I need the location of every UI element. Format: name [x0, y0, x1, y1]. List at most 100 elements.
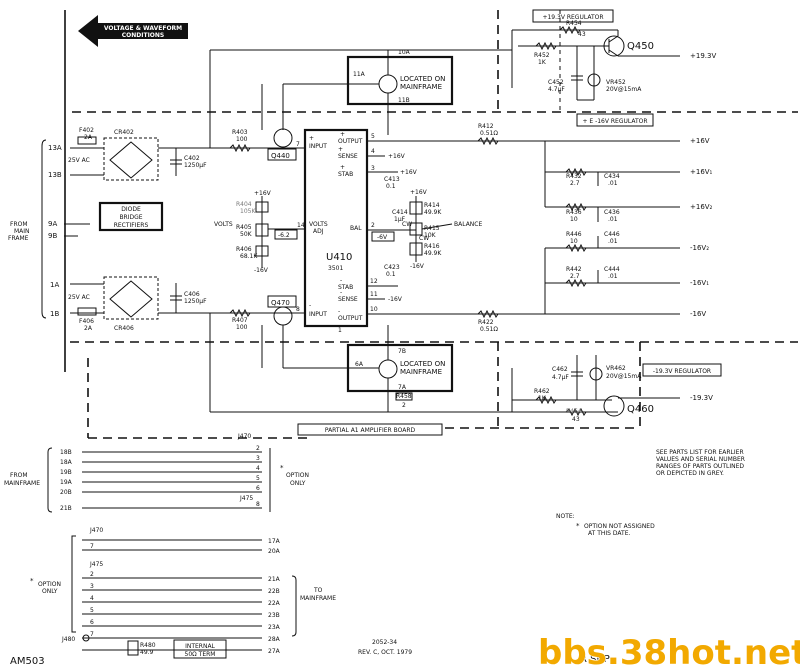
pin-1a-label: 1A [50, 281, 59, 289]
mainframe-bottom-label-2: MAINFRAME [400, 368, 442, 376]
output-plus-sign: + [340, 131, 345, 138]
pin-7a-label: 7A [398, 384, 407, 391]
parts-note-1: SEE PARTS LIST FOR EARLIER [656, 449, 744, 456]
r416-label: R416 [424, 243, 440, 250]
pin-13b-label: 13B [48, 171, 62, 179]
from-main-frame-1: FROM [10, 221, 28, 228]
pin-l7-b: 7 [90, 631, 94, 638]
plus16-balance: +16V [410, 189, 428, 196]
pin-13a-label: 13A [48, 144, 62, 152]
c413-label: C413 [384, 176, 400, 183]
r416-resistor-icon [409, 242, 423, 256]
watermark: bbs.38hot.net [538, 633, 800, 671]
r462-label: R462 [534, 388, 550, 395]
mainframe-bottom-transistor-icon [378, 359, 398, 379]
r442-resistor-icon [565, 278, 587, 288]
r436-value: 10 [570, 216, 578, 223]
pin-l7-a: 7 [90, 543, 94, 550]
sense-top-sign: + [338, 146, 343, 153]
pin-2-label: 2 [371, 222, 375, 229]
pin-r6: 6 [256, 485, 260, 492]
parts-note-3: RANGES OF PARTS OUTLINED [656, 463, 744, 470]
pin-27a: 27A [268, 648, 281, 655]
r432-value: 2.7 [570, 180, 580, 187]
pin-9a-label: 9A [48, 220, 57, 228]
j475-bottom-label: J475 [89, 561, 103, 568]
option-star-a: * [280, 464, 284, 472]
option-b-2: ONLY [42, 588, 58, 595]
pin-l3: 3 [90, 583, 94, 590]
internal-term-2: 50Ω TERM [185, 651, 216, 658]
lower-connector-rows [82, 539, 262, 651]
parts-note-2: VALUES AND SERIAL NUMBER [656, 456, 745, 463]
v6-label: -6V [377, 234, 388, 241]
plus16-volts-net: +16V [254, 190, 272, 197]
pin-12-label: 12 [370, 278, 378, 285]
pin-22b: 22B [268, 588, 280, 595]
sense-bottom-label: SENSE [338, 296, 358, 303]
r412-label: R412 [478, 123, 494, 130]
pin-20a: 20A [268, 548, 281, 555]
c444-value: .01 [608, 273, 618, 280]
partial-board-box [297, 423, 443, 436]
q440-label-box [267, 148, 297, 161]
pin-22a: 22A [268, 600, 281, 607]
note-label: NOTE: [556, 513, 575, 520]
j470-bottom-label: J470 [89, 527, 103, 534]
r458-value: 2 [402, 402, 406, 409]
r442-label: R442 [566, 266, 582, 273]
c413-value: 0.1 [386, 183, 396, 190]
q460-label: Q460 [627, 404, 654, 415]
c434-value: .01 [608, 180, 618, 187]
from-mainframe-bracket [41, 139, 47, 319]
from-main-frame-3: FRAME [8, 235, 29, 242]
j470-top-label: J470 [237, 433, 251, 440]
c436-value: .01 [608, 216, 618, 223]
r458-label: R458 [396, 393, 412, 400]
r452-value: 1K [538, 59, 547, 66]
cw-label-1: CW [402, 221, 412, 228]
r407-value: 100 [236, 324, 248, 331]
minus16-balance: -16V [410, 263, 425, 270]
f402-label: F402 [79, 127, 94, 134]
pin-r3: 3 [256, 455, 260, 462]
cr402-bridge-box [103, 137, 159, 181]
r415-value: 10K [424, 232, 437, 239]
r406-label: R406 [236, 246, 252, 253]
r405-pot-icon[interactable] [255, 223, 269, 237]
vr462-value: 20V@15mA [606, 373, 642, 380]
pin-l6: 6 [90, 619, 94, 626]
cr406-bridge-icon [109, 280, 153, 318]
mainframe-top-label-2: MAINFRAME [400, 83, 442, 91]
minus-input-sign: - [309, 302, 311, 309]
diode-label-3: RECTIFIERS [114, 222, 149, 229]
pin-14-label: 14 [297, 222, 305, 229]
r480-resistor-icon [127, 640, 139, 656]
pin-23b: 23B [268, 612, 280, 619]
pin-21b: 21B [60, 505, 72, 512]
model-label: AM503 [10, 656, 45, 667]
parts-note-4: OR DEPICTED IN GREY. [656, 470, 724, 477]
pin-11-label: 11 [370, 291, 378, 298]
pin-7b-label: 7B [398, 348, 406, 355]
minus16-2-rail-label: -16V₂ [690, 244, 709, 252]
c406-value: 1250µF [184, 298, 207, 305]
conditions-label: CONDITIONS [122, 32, 165, 39]
c436-label: C436 [604, 209, 620, 216]
plus-input-sign: + [309, 135, 314, 142]
j480-coax-icon [82, 634, 90, 642]
pin-l2: 2 [90, 571, 94, 578]
plus-19-rail-label: +19.3V [690, 52, 716, 60]
option-b-1: OPTION [38, 581, 61, 588]
pin-23a: 23A [268, 624, 281, 631]
minus16-rail-label: -16V [690, 310, 706, 318]
vr452-value: 20V@15mA [606, 86, 642, 93]
option-star-b: * [30, 577, 34, 585]
cr402-label: CR402 [114, 129, 134, 136]
stab-bottom-label: STAB [338, 284, 353, 291]
ac-25v-bottom: 25V AC [68, 294, 90, 301]
pin-11b-label: 11B [398, 97, 410, 104]
to-mainframe-bracket [291, 575, 297, 637]
pin-3-label: 3 [371, 165, 375, 172]
